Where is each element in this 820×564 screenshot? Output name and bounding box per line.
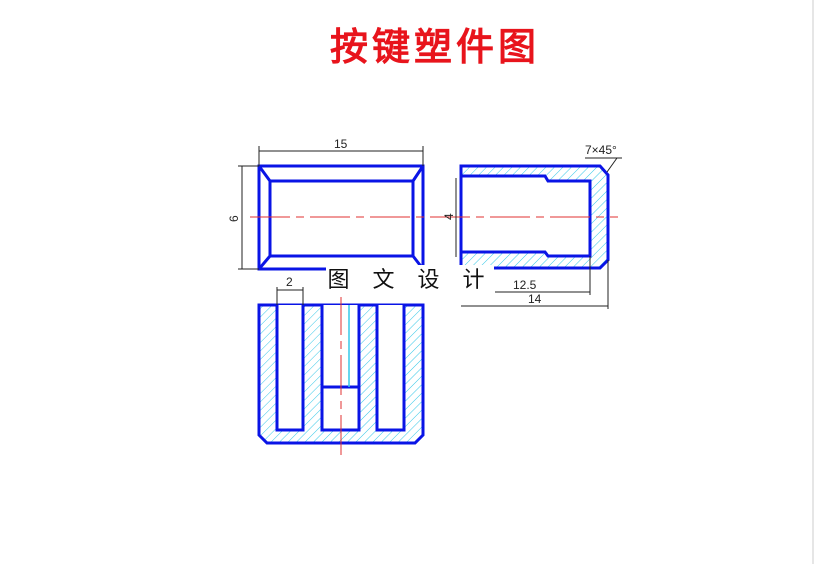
dimension-lines <box>238 146 622 309</box>
drawing-title: 按键塑件图 <box>329 24 540 69</box>
dim-chamfer: 7×45° <box>585 143 617 157</box>
dim-total: 14 <box>528 292 542 306</box>
centerlines <box>250 216 618 458</box>
dim-length: 15 <box>334 137 348 151</box>
dim-height: 6 <box>227 215 241 222</box>
dim-depth: 12.5 <box>513 278 537 292</box>
dim-bore: 4 <box>442 213 456 220</box>
dim-slot: 2 <box>286 275 293 289</box>
watermark-label: 图 文 设 计 <box>326 265 494 297</box>
